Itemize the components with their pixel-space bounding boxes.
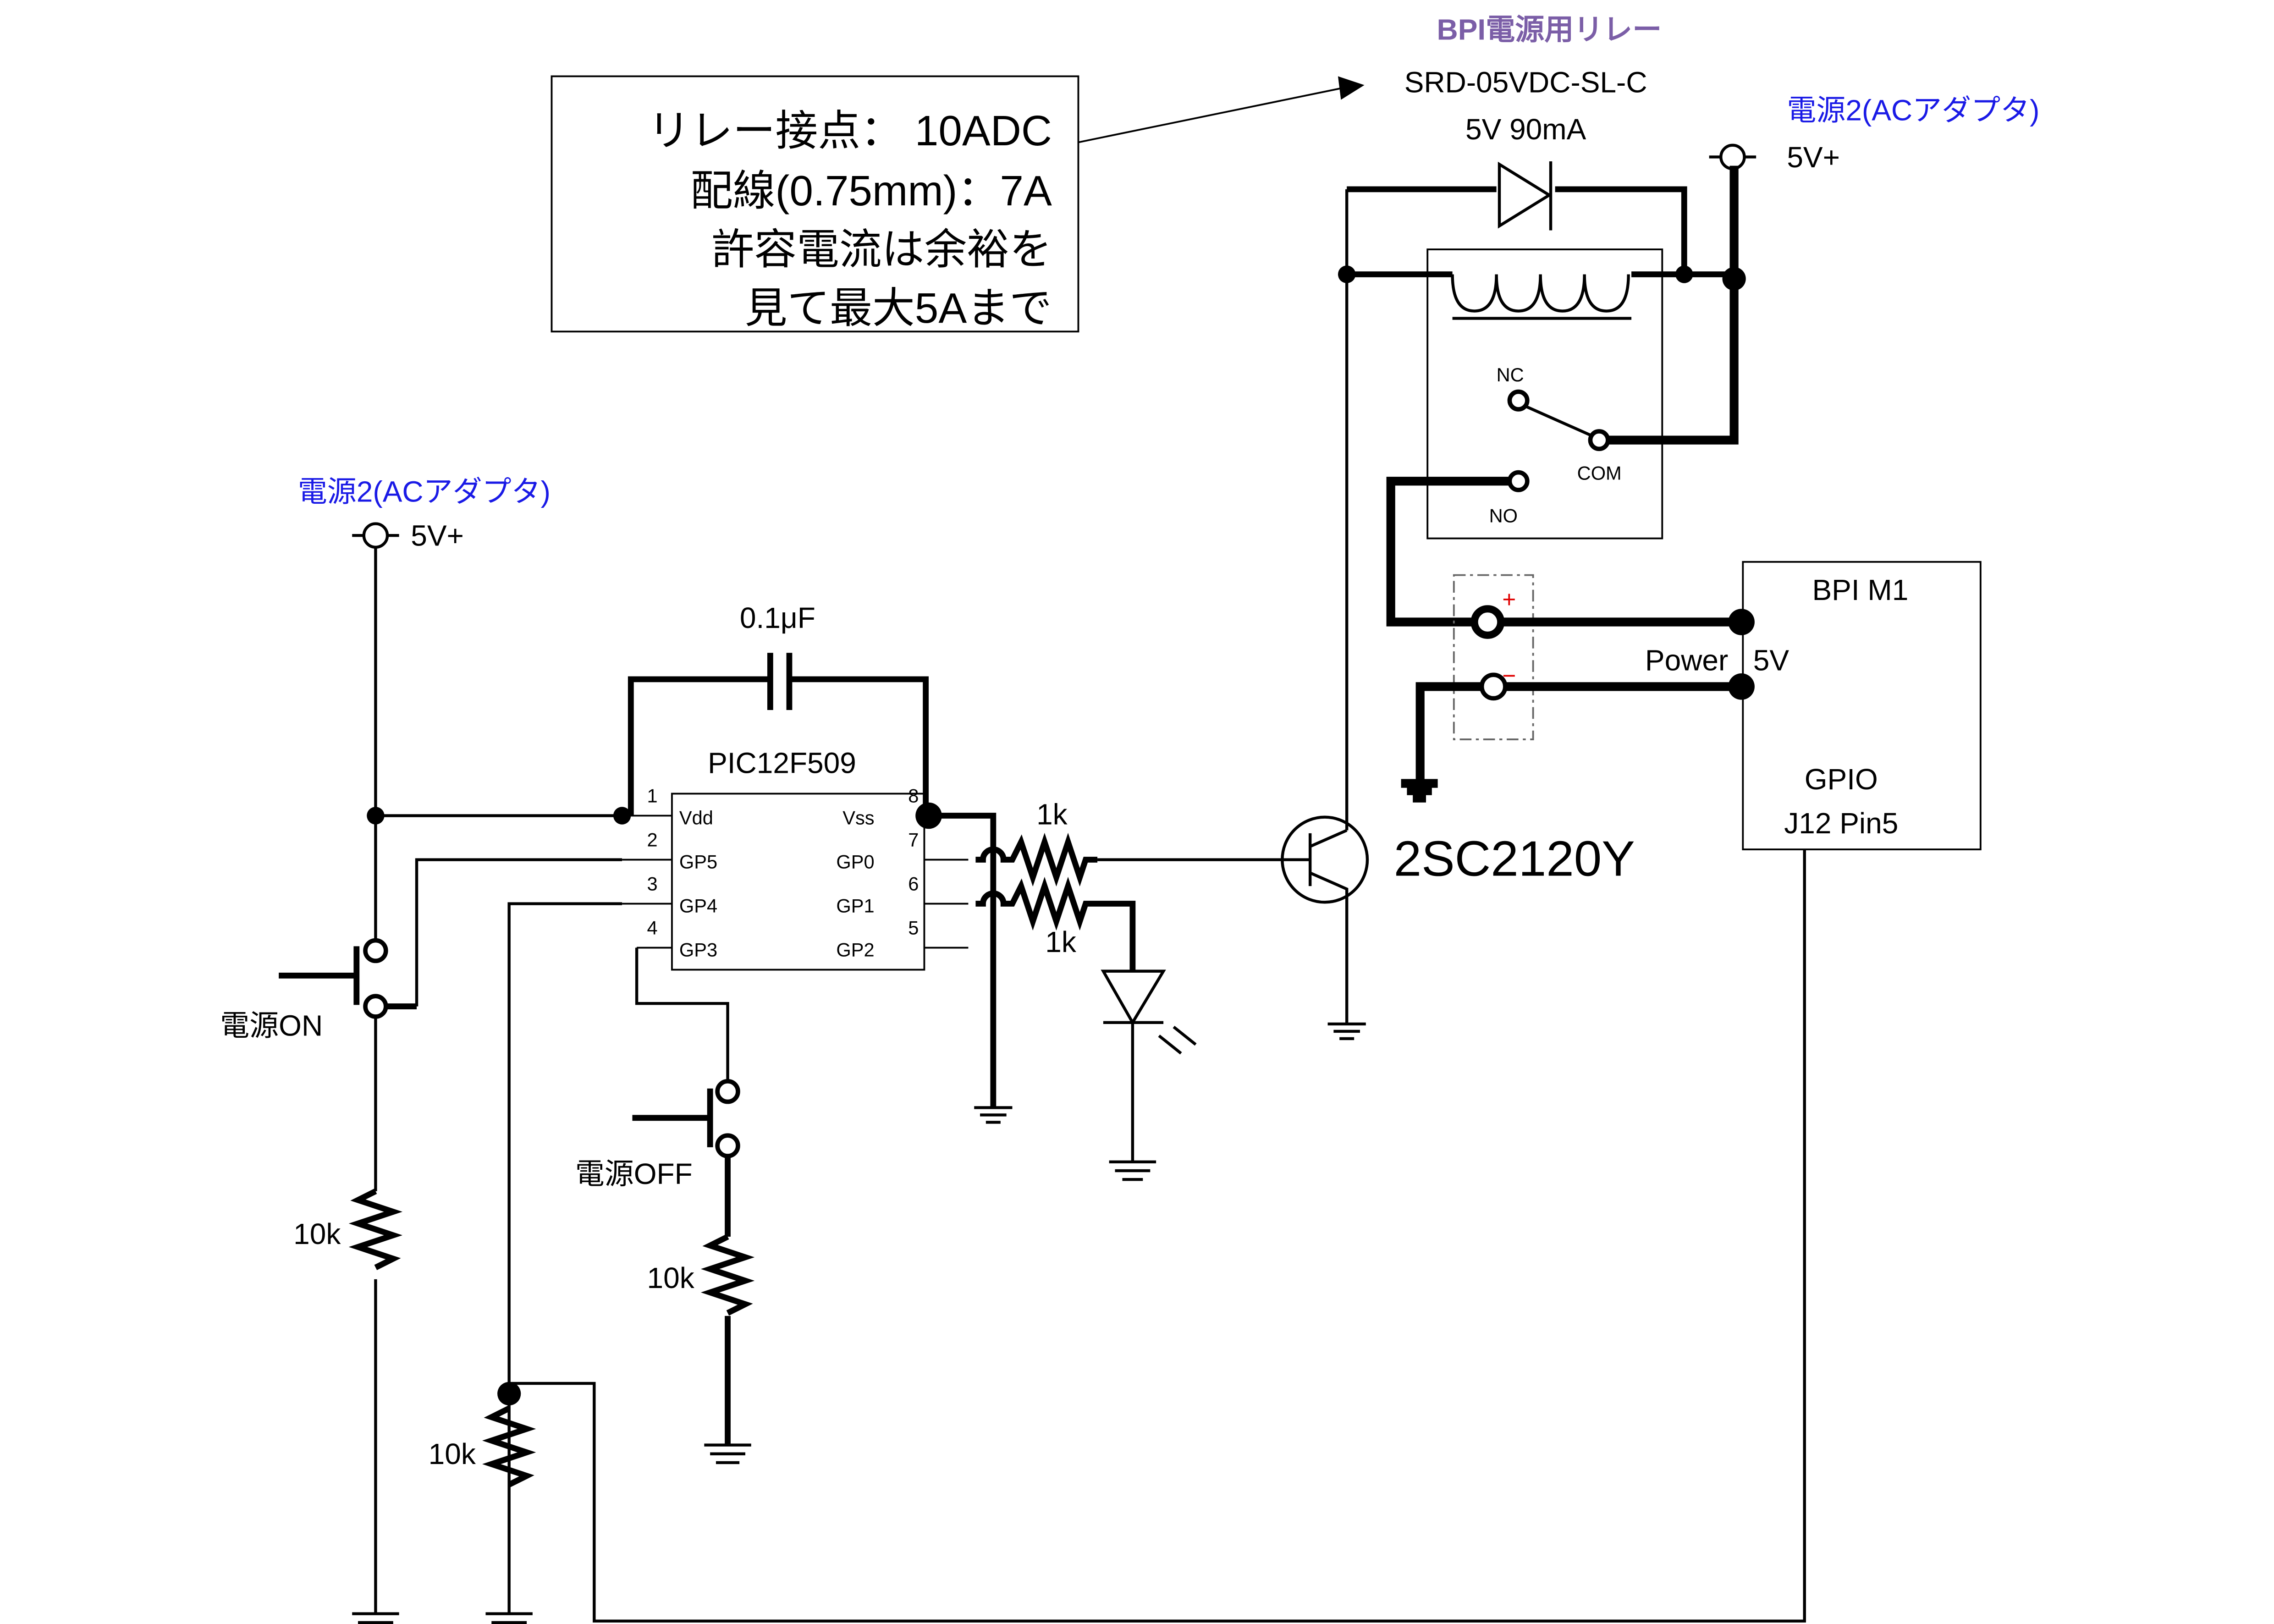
cap-label: 0.1μF xyxy=(740,601,815,634)
relay-spec: 5V 90mA xyxy=(1465,113,1586,146)
svg-text:配線(0.75mm)：7A: 配線(0.75mm)：7A xyxy=(690,167,1052,215)
svg-text:BPI M1: BPI M1 xyxy=(1812,573,1908,606)
dc-jack xyxy=(1453,574,1534,740)
svg-text:NO: NO xyxy=(1489,505,1518,526)
diode-icon xyxy=(1498,161,1552,229)
r-off-label: 10k xyxy=(647,1261,695,1294)
svg-text:1: 1 xyxy=(647,785,658,807)
svg-text:GP3: GP3 xyxy=(679,939,717,961)
svg-text:Vdd: Vdd xyxy=(679,807,713,829)
switch-off-label: 電源OFF xyxy=(575,1157,693,1190)
r-gp1-label: 1k xyxy=(1045,925,1077,958)
svg-text:Power: Power xyxy=(1645,644,1728,677)
svg-text:PIC12F509: PIC12F509 xyxy=(708,747,856,780)
svg-text:COM: COM xyxy=(1577,462,1622,484)
svg-text:リレー接点： 10ADC: リレー接点： 10ADC xyxy=(648,107,1052,154)
svg-text:GP4: GP4 xyxy=(679,895,717,917)
svg-text:GP0: GP0 xyxy=(836,851,874,873)
svg-text:8: 8 xyxy=(908,785,919,807)
power-label-left: 電源2(ACアダプタ) xyxy=(298,475,551,508)
svg-text:NC: NC xyxy=(1497,364,1524,385)
r-gp0-label: 1k xyxy=(1036,798,1068,831)
svg-text:GPIO: GPIO xyxy=(1805,763,1878,796)
relay: NC COM NO xyxy=(1338,143,1756,627)
svg-text:3: 3 xyxy=(647,873,658,895)
led-icon xyxy=(1101,969,1166,1026)
svg-text:GP2: GP2 xyxy=(836,939,874,961)
svg-text:見て最大5Aまで: 見て最大5Aまで xyxy=(745,284,1052,332)
svg-text:Vss: Vss xyxy=(842,807,874,829)
svg-text:+: + xyxy=(1502,586,1516,612)
note-box: リレー接点： 10ADC 配線(0.75mm)：7A 許容電流は余裕を 見て最大… xyxy=(551,75,1365,333)
svg-text:J12 Pin5: J12 Pin5 xyxy=(1784,807,1898,840)
r-pd-label: 10k xyxy=(429,1437,476,1470)
bpi-m1-board: BPI M1 Power 5V GPIO J12 Pin5 xyxy=(509,561,1982,1623)
r-on-label: 10k xyxy=(293,1217,341,1250)
svg-text:5V: 5V xyxy=(1753,644,1789,677)
power-voltage-left: 5V+ xyxy=(411,519,464,552)
svg-text:許容電流は余裕を: 許容電流は余裕を xyxy=(711,226,1052,273)
svg-text:4: 4 xyxy=(647,917,658,939)
svg-text:5: 5 xyxy=(908,917,919,939)
capacitor-icon xyxy=(767,653,793,710)
switch-on-label: 電源ON xyxy=(220,1009,323,1042)
power-label-right: 電源2(ACアダプタ) xyxy=(1787,94,2039,127)
power-voltage-right: 5V+ xyxy=(1787,141,1840,174)
svg-text:7: 7 xyxy=(908,829,919,851)
svg-text:GP1: GP1 xyxy=(836,895,874,917)
transistor-label: 2SC2120Y xyxy=(1394,831,1635,887)
relay-title: BPI電源用リレー xyxy=(1437,13,1662,46)
svg-text:GP5: GP5 xyxy=(679,851,717,873)
arrow-icon xyxy=(1338,76,1365,100)
svg-text:2: 2 xyxy=(647,829,658,851)
relay-model: SRD-05VDC-SL-C xyxy=(1404,66,1647,99)
svg-text:6: 6 xyxy=(908,873,919,895)
